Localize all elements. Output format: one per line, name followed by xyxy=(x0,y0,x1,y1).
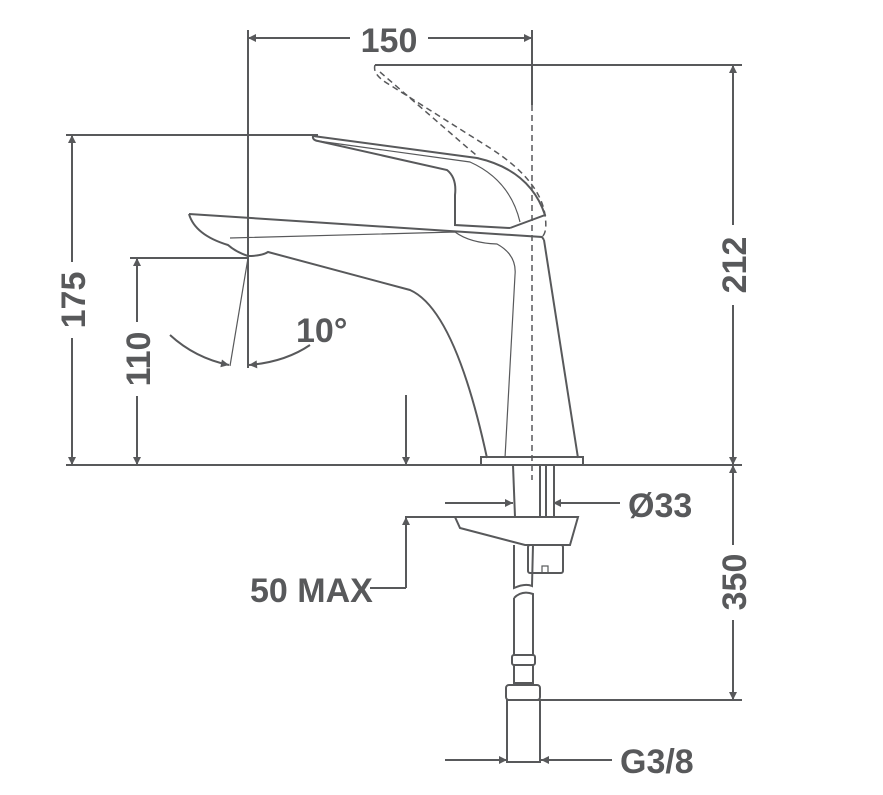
dim-110-label: 110 xyxy=(120,332,158,387)
dimension-110: 110 xyxy=(120,258,158,465)
dimension-350: 350 xyxy=(716,465,754,700)
dimension-diameter-33: Ø33 xyxy=(445,487,692,525)
dim-150-label: 150 xyxy=(361,22,418,60)
dimension-212: 212 xyxy=(716,65,754,465)
dimension-150: 150 xyxy=(248,22,532,60)
dim-350-label: 350 xyxy=(716,554,754,611)
dimension-g38: G3/8 xyxy=(445,743,694,781)
extension-lines xyxy=(66,30,742,701)
dim-50max-label: 50 MAX xyxy=(250,572,373,610)
dimension-50-max: 50 MAX xyxy=(250,395,410,610)
faucet-outline xyxy=(188,64,584,763)
dimension-angle: 10° xyxy=(169,257,347,369)
dim-g38-label: G3/8 xyxy=(620,743,694,781)
dim-33-label: Ø33 xyxy=(628,487,692,525)
angle-label: 10° xyxy=(296,312,347,350)
dim-175-label: 175 xyxy=(55,272,93,329)
dim-212-label: 212 xyxy=(716,237,754,294)
dimension-175: 175 xyxy=(55,135,93,465)
